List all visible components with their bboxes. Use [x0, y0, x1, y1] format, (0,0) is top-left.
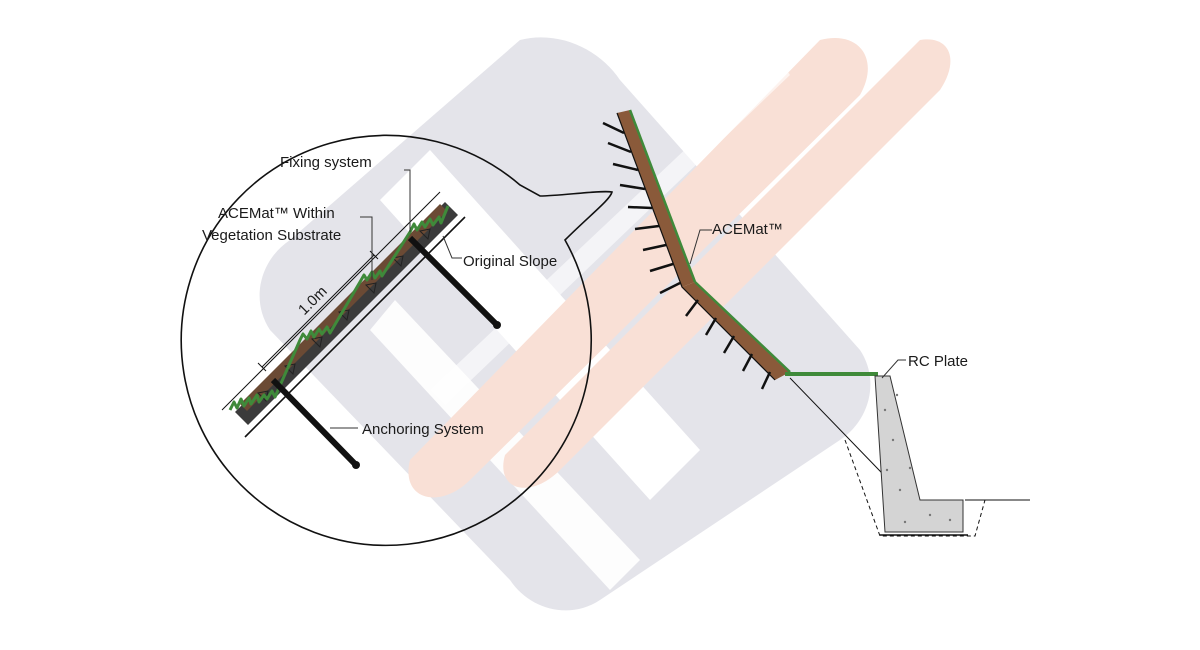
acemat-within-label-2: Vegetation Substrate	[202, 227, 341, 244]
rc-plate-label: RC Plate	[908, 353, 968, 370]
acemat-leader	[689, 229, 712, 265]
company-logo-watermark	[259, 37, 951, 611]
fixing-system-label: Fixing system	[280, 154, 372, 171]
original-slope-label: Original Slope	[463, 253, 557, 270]
anchoring-system-label: Anchoring System	[362, 421, 484, 438]
detail-callout-circle	[180, 134, 613, 547]
original-slope-leader	[442, 235, 462, 259]
detail-anchor-upper	[407, 235, 501, 329]
rc-wall	[874, 375, 968, 536]
acemat-label: ACEMat™	[712, 221, 783, 238]
fixing-system-leader	[404, 169, 411, 232]
slope-anchors	[602, 121, 772, 390]
acemat-within-leader	[360, 216, 373, 280]
detail-anchor-lower	[270, 377, 360, 469]
acemat-within-label-1: ACEMat™ Within	[218, 205, 335, 222]
slope-profile	[616, 109, 1030, 537]
rc-plate-leader	[881, 359, 906, 379]
